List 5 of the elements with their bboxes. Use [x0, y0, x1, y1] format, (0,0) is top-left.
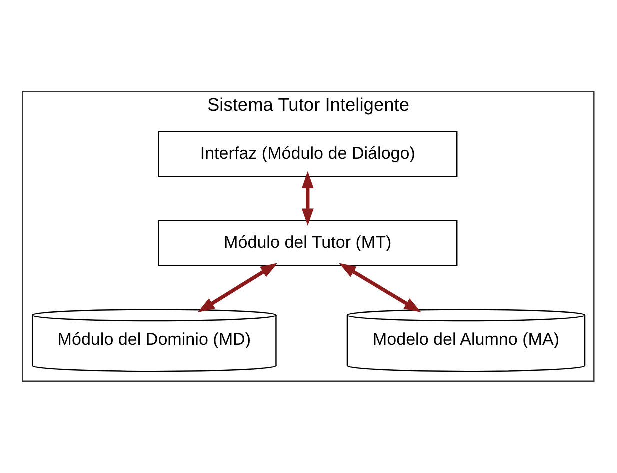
node-box: Interfaz (Módulo de Diálogo): [158, 131, 458, 178]
arrow: [198, 263, 278, 313]
arrow: [302, 171, 314, 226]
arrow: [339, 263, 422, 313]
node-box: Módulo del Tutor (MT): [158, 220, 458, 266]
